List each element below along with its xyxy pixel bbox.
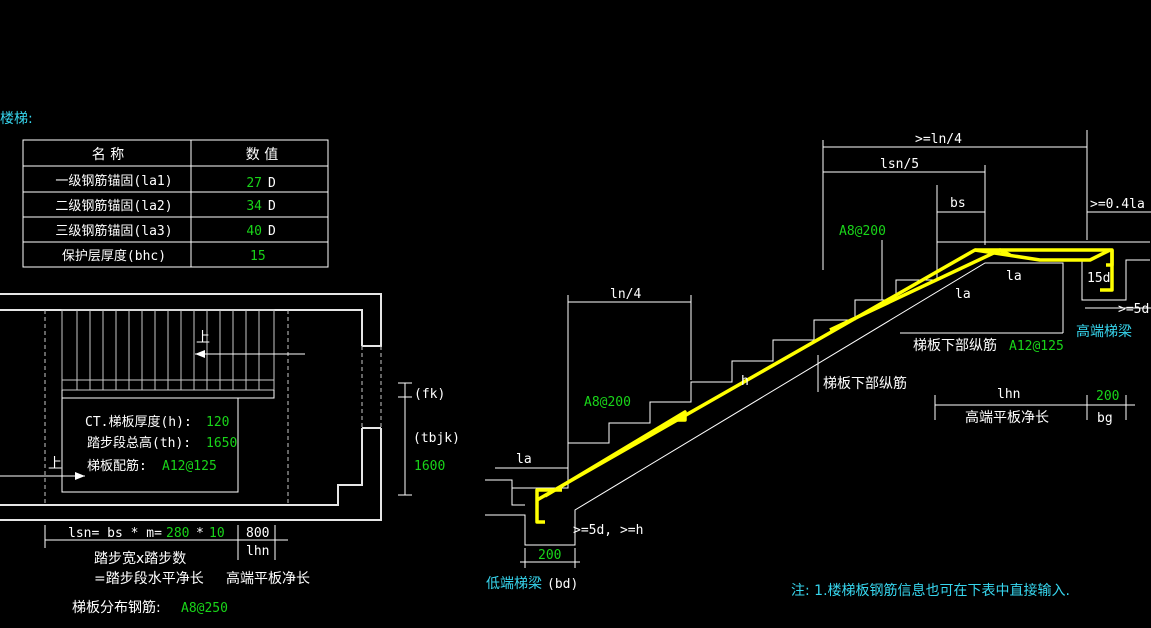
rebar-value[interactable]: A12@125 <box>162 459 217 474</box>
bottom-bar-label: 梯板下部纵筋 <box>913 337 997 354</box>
la-low-dim: la <box>516 452 532 467</box>
table-row-name: 保护层厚度(bhc) <box>62 248 166 264</box>
bottom-bar-label-2: 梯板下部纵筋 <box>823 375 907 392</box>
note-text: 注: 1.楼梯板钢筋信息也可在下表中直接输入. <box>791 582 1070 599</box>
up-label: 上 <box>196 330 210 346</box>
m-value[interactable]: 10 <box>209 526 225 541</box>
thickness-label: CT.梯板厚度(h): <box>85 414 192 430</box>
lhn-value[interactable]: 800 <box>246 526 269 541</box>
ln4-top-dim: >=ln/4 <box>915 132 962 147</box>
rebar-label: 梯板配筋: <box>87 458 147 474</box>
bd-label: (bd) <box>547 577 578 592</box>
tbjk-value[interactable]: 1600 <box>414 459 445 474</box>
table-header-name: 名 称 <box>92 147 124 163</box>
stair-section: >=ln/4 lsn/5 bs >=0.4la A8@200 15d >=5d … <box>485 130 1151 592</box>
gt5d-low-label: >=5d, >=h <box>573 523 643 538</box>
lsn-prefix: lsn= bs * m= <box>68 526 162 541</box>
section-title: 楼梯: <box>0 111 33 127</box>
table-row-unit: D <box>268 176 276 191</box>
anchorage-table: 名 称 数 值 一级钢筋锚固(la1) 27 D 二级钢筋锚固(la2) 34 … <box>22 139 329 268</box>
table-row-unit: D <box>268 224 276 239</box>
gt04la-dim: >=0.4la <box>1090 197 1145 212</box>
height-value[interactable]: 1650 <box>206 436 237 451</box>
height-label: 踏步段总高(th): <box>87 435 191 451</box>
bg-value[interactable]: 200 <box>1096 389 1119 404</box>
bottom-bar-value[interactable]: A12@125 <box>1009 339 1064 354</box>
up-label: 上 <box>48 456 62 472</box>
a8-top-label[interactable]: A8@200 <box>839 224 886 239</box>
thickness-value[interactable]: 120 <box>206 415 229 430</box>
table-row-value[interactable]: 27 <box>246 176 262 191</box>
lhn-label: lhn <box>246 544 269 559</box>
a8-low-label[interactable]: A8@200 <box>584 395 631 410</box>
high-beam-label: 高端梯梁 <box>1076 323 1132 340</box>
low-beam-label: 低端梯梁 <box>486 576 542 592</box>
table-row-unit: D <box>268 199 276 214</box>
dist-label: 梯板分布钢筋: <box>72 599 161 616</box>
table-row-value[interactable]: 34 <box>246 199 262 214</box>
table-row-name: 一级钢筋锚固(la1) <box>55 173 172 189</box>
fk-label: (fk) <box>414 387 445 402</box>
table-header-value: 数 值 <box>246 147 278 163</box>
d15-label: 15d <box>1087 271 1110 286</box>
times-sign: * <box>196 526 204 541</box>
table-row-value[interactable]: 15 <box>250 249 266 264</box>
high-platform-desc: 高端平板净长 <box>226 570 310 587</box>
high-platform-len: 高端平板净长 <box>965 409 1049 426</box>
table-row-value[interactable]: 40 <box>246 224 262 239</box>
la-dim: la <box>955 287 971 302</box>
bd-value[interactable]: 200 <box>538 548 561 563</box>
tbjk-label: (tbjk) <box>413 431 460 446</box>
h-dim: h <box>741 374 749 389</box>
lsn5-dim: lsn/5 <box>880 157 919 172</box>
lhn-dim: lhn <box>997 387 1020 402</box>
bg-label: bg <box>1097 411 1113 426</box>
table-row-name: 三级钢筋锚固(la3) <box>55 223 172 239</box>
gt5d-right-label: >=5d <box>1118 302 1149 317</box>
table-row-name: 二级钢筋锚固(la2) <box>55 198 172 214</box>
la-dim: la <box>1006 269 1022 284</box>
bs-dim: bs <box>950 196 966 211</box>
dist-value[interactable]: A8@250 <box>181 601 228 616</box>
eq-desc: =踏步段水平净长 <box>94 571 204 587</box>
stair-plan: 上 上 CT.梯板厚度(h): 120 踏步段总高(th): 1650 梯板配筋… <box>0 293 460 616</box>
ln4-left-dim: ln/4 <box>610 287 641 302</box>
bs-value[interactable]: 280 <box>166 526 189 541</box>
step-desc: 踏步宽x踏步数 <box>94 550 186 567</box>
